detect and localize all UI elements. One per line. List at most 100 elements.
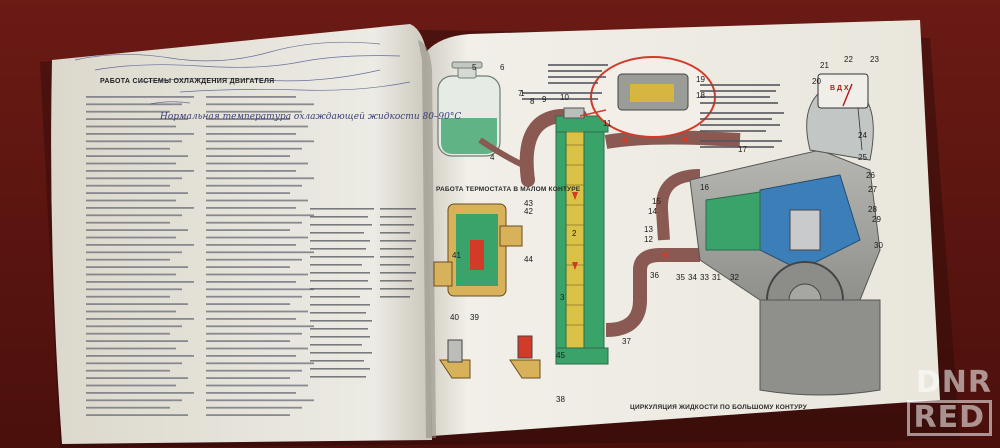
text-line <box>86 251 182 254</box>
callout-number: 44 <box>524 255 533 264</box>
text-line <box>206 221 302 224</box>
text-line <box>206 244 296 246</box>
text-line <box>86 295 170 298</box>
callout-number: 11 <box>603 119 612 128</box>
text-line <box>206 295 302 298</box>
text-line <box>86 118 188 120</box>
text-line <box>206 310 308 313</box>
callout-number: 22 <box>844 55 853 64</box>
callout-number: 6 <box>500 63 505 72</box>
callout-number: 39 <box>470 313 479 322</box>
text-line <box>206 103 314 106</box>
engine-block <box>689 91 881 396</box>
callout-number: 8 <box>530 97 535 106</box>
text-line <box>86 96 194 98</box>
text-line <box>206 207 296 209</box>
text-line <box>206 392 296 394</box>
text-line <box>206 229 290 231</box>
text-line <box>86 399 182 402</box>
callout-number: 18 <box>696 91 705 100</box>
callout-number: 41 <box>452 251 461 260</box>
handwriting-scribble <box>74 41 411 105</box>
callout-number: 7 <box>518 89 523 98</box>
text-line <box>86 155 188 157</box>
text-line <box>206 118 290 120</box>
watermark-line2-text: RED <box>906 400 992 436</box>
text-line <box>86 392 194 394</box>
callout-number: 43 <box>524 199 533 208</box>
heater-hose <box>655 169 701 241</box>
text-line <box>86 332 170 335</box>
text-line <box>206 258 302 261</box>
text-line <box>206 303 290 305</box>
text-line <box>86 369 170 372</box>
text-line <box>86 221 170 224</box>
text-line <box>206 318 296 320</box>
text-line <box>86 199 176 202</box>
left-section-title: РАБОТА СИСТЕМЫ ОХЛАЖДЕНИЯ ДВИГАТЕЛЯ <box>100 78 275 85</box>
text-line <box>206 125 308 128</box>
text-line <box>206 251 314 254</box>
radiator-cap-inset <box>579 56 716 138</box>
text-line <box>206 110 302 113</box>
text-line <box>86 325 182 328</box>
callout-number: 12 <box>644 235 653 244</box>
callout-number: 33 <box>700 273 709 282</box>
text-line <box>86 184 170 187</box>
callout-number: 3 <box>560 293 565 302</box>
callout-number: 10 <box>560 93 569 102</box>
text-line <box>206 192 290 194</box>
text-line <box>206 332 302 335</box>
text-line <box>206 384 308 387</box>
callout-number: 15 <box>652 197 661 206</box>
text-line <box>86 103 182 106</box>
text-line <box>206 281 296 283</box>
coolant-flow-arrows <box>572 136 688 270</box>
text-line <box>86 406 170 409</box>
text-line <box>86 318 194 320</box>
text-line <box>86 244 194 246</box>
text-line <box>206 214 314 217</box>
text-line <box>206 133 296 135</box>
text-line <box>86 147 170 150</box>
text-line <box>206 273 308 276</box>
text-line <box>86 340 188 342</box>
text-line <box>86 362 182 365</box>
text-line <box>86 414 188 416</box>
text-line <box>206 140 314 143</box>
callout-number: 40 <box>450 313 459 322</box>
text-line <box>206 414 290 416</box>
text-line <box>206 236 308 239</box>
thermostat-valve-closed <box>439 339 471 379</box>
text-line <box>206 177 314 180</box>
text-line <box>86 355 194 357</box>
left-page <box>51 24 432 444</box>
callout-number: 9 <box>542 95 547 104</box>
callout-number: 19 <box>696 75 705 84</box>
callout-number: 35 <box>676 273 685 282</box>
callout-number: 27 <box>868 185 877 194</box>
legend-text-block <box>522 64 784 148</box>
callout-number: 42 <box>524 207 533 216</box>
callout-number: 32 <box>730 273 739 282</box>
text-line <box>206 369 302 372</box>
text-line <box>206 199 308 202</box>
callout-number: 4 <box>490 153 495 162</box>
left-page-text-block <box>86 96 314 416</box>
callout-number: 16 <box>700 183 709 192</box>
text-line <box>206 147 302 150</box>
callout-number: 25 <box>858 153 867 162</box>
large-circuit-caption: ЦИРКУЛЯЦИЯ ЖИДКОСТИ ПО БОЛЬШОМУ КОНТУРУ <box>630 404 807 411</box>
callout-number: 34 <box>688 273 697 282</box>
text-line <box>206 288 314 291</box>
callout-number: 36 <box>650 271 659 280</box>
text-line <box>86 288 182 291</box>
callout-number: 21 <box>820 61 829 70</box>
text-line <box>206 340 290 342</box>
callout-number: 2 <box>572 229 577 238</box>
text-line <box>206 266 290 268</box>
callout-number: 26 <box>866 171 875 180</box>
